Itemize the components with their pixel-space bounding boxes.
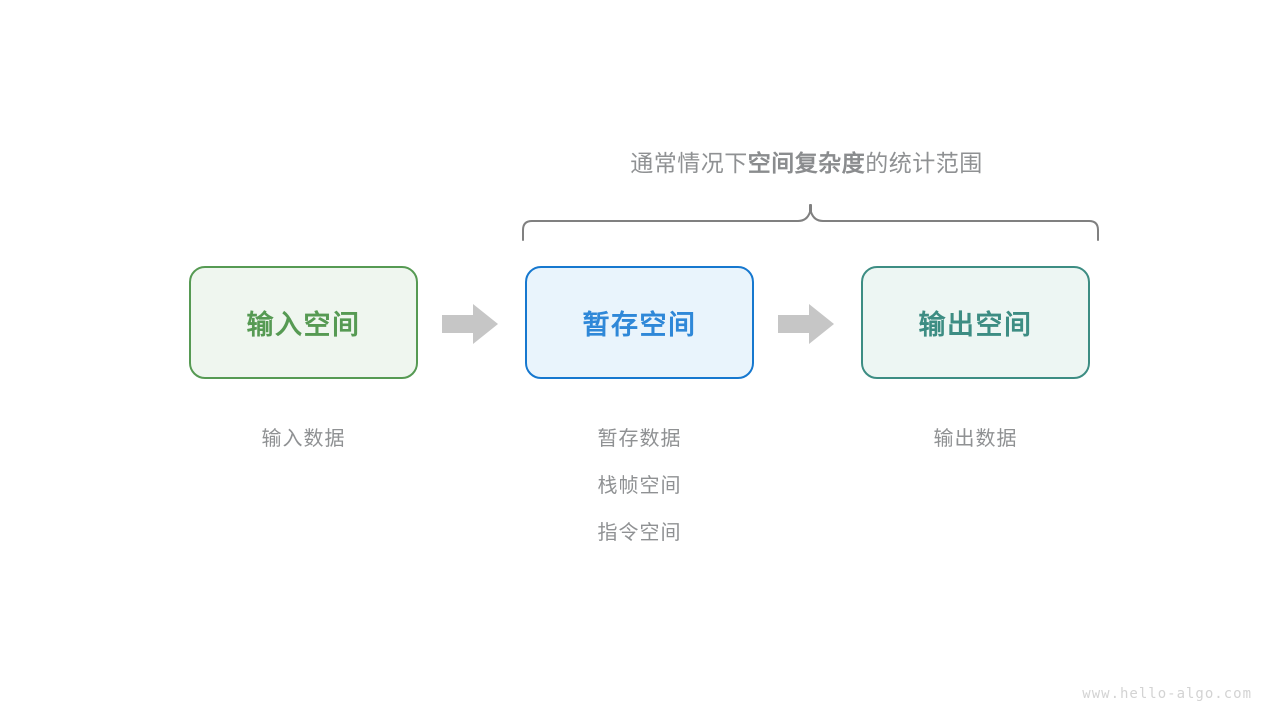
stage-box-input-space: 输入空间	[189, 266, 418, 379]
caption-line: 暂存数据	[597, 428, 682, 450]
right-block-arrow-icon	[778, 304, 834, 344]
right-block-arrow-icon	[442, 304, 498, 344]
caption-line: 指令空间	[597, 522, 682, 544]
stage-box-output-space: 输出空间	[861, 266, 1090, 379]
stage-captions-temp: 暂存数据 栈帧空间 指令空间	[525, 416, 754, 557]
brace-caption-prefix: 通常情况下	[630, 150, 748, 176]
curly-brace-icon	[522, 204, 1099, 241]
brace-caption-emphasis: 空间复杂度	[747, 150, 866, 176]
brace-caption: 通常情况下空间复杂度的统计范围	[523, 146, 1090, 180]
watermark: www.hello-algo.com	[1082, 686, 1252, 702]
caption-line: 栈帧空间	[597, 475, 682, 497]
brace-caption-suffix: 的统计范围	[865, 150, 983, 176]
caption-line: 输入数据	[261, 428, 346, 450]
stage-captions-input: 输入数据	[189, 416, 418, 463]
stage-captions-output: 输出数据	[861, 416, 1090, 463]
caption-line: 输出数据	[933, 428, 1018, 450]
stage-box-label: 暂存空间	[582, 310, 697, 340]
stage-box-temp-space: 暂存空间	[525, 266, 754, 379]
stage-box-label: 输入空间	[246, 310, 361, 340]
stage-box-label: 输出空间	[918, 310, 1033, 340]
